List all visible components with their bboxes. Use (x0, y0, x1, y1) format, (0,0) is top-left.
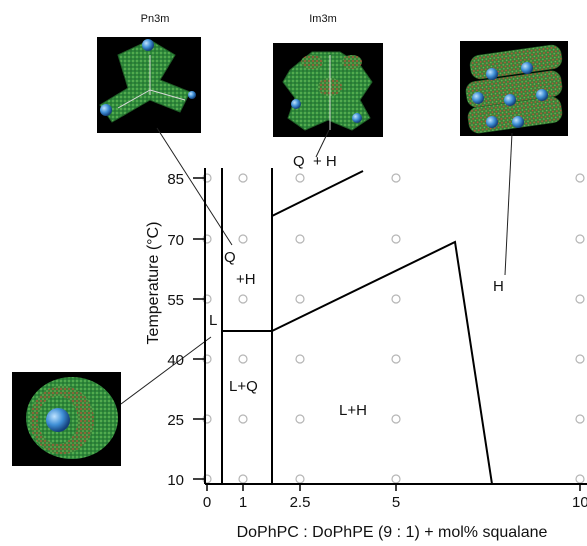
y-tick-label: 10 (167, 472, 184, 489)
sample-point (295, 354, 305, 364)
x-tick-label: 10 (572, 494, 587, 511)
h-structure-image (460, 41, 568, 136)
pn3m-structure-image (97, 37, 201, 133)
sample-point (295, 234, 305, 244)
sample-point (575, 474, 585, 484)
sample-point (575, 294, 585, 304)
sample-point (391, 414, 401, 424)
leader-lines (120, 127, 513, 405)
x-tick-label: 5 (392, 494, 400, 511)
sample-point (238, 414, 248, 424)
sample-point (391, 474, 401, 484)
sample-point (238, 474, 248, 484)
phase-label-l: L (209, 312, 217, 329)
phase-label-q: Q (224, 249, 236, 266)
y-axis-title: Temperature (°C) (145, 222, 162, 345)
pn3m-title: Pn3m (141, 13, 170, 25)
y-tick-label: 70 (167, 232, 184, 249)
sample-point (295, 173, 305, 183)
sample-point (575, 234, 585, 244)
phase-label-h: H (493, 278, 504, 295)
sample-points (202, 173, 585, 484)
y-tick-label: 85 (167, 171, 184, 188)
sample-point (295, 414, 305, 424)
sample-point (238, 234, 248, 244)
y-tick-labels: 85 70 55 40 25 10 (167, 171, 184, 489)
sample-point (238, 354, 248, 364)
sample-point (575, 173, 585, 183)
sample-point (238, 294, 248, 304)
y-tick-label: 40 (167, 352, 184, 369)
sample-point (295, 474, 305, 484)
sample-point (238, 173, 248, 183)
sample-point (391, 234, 401, 244)
y-tick-label: 55 (167, 292, 184, 309)
sample-point (575, 354, 585, 364)
l-micelle-image (12, 372, 121, 466)
phase-boundaries (204, 168, 587, 485)
phase-label-plus-h: +H (236, 271, 256, 288)
x-axis-title: DoPhPC : DoPhPE (9 : 1) + mol% squalane (237, 524, 548, 541)
x-tick-labels: 0 1 2.5 5 10 (203, 494, 587, 511)
phase-label-q-h-top: Q + H (293, 153, 337, 170)
im3m-title: Im3m (309, 13, 337, 25)
sample-point (391, 173, 401, 183)
x-tick-label: 0 (203, 494, 211, 511)
sample-point (295, 294, 305, 304)
sample-point (391, 294, 401, 304)
x-tick-label: 2.5 (290, 494, 311, 511)
y-tick-label: 25 (167, 412, 184, 429)
sample-point (391, 354, 401, 364)
tick-marks (193, 177, 581, 491)
sample-point (575, 414, 585, 424)
im3m-structure-image (273, 43, 383, 137)
x-tick-label: 1 (239, 494, 247, 511)
phase-label-l-q: L+Q (229, 378, 258, 395)
phase-label-l-h: L+H (339, 402, 367, 419)
